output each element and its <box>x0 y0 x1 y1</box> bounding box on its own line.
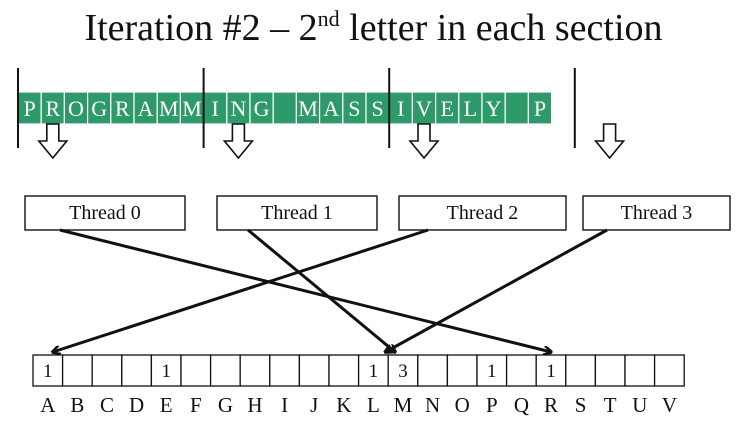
bin-label: E <box>160 393 173 417</box>
bin-label: Q <box>514 393 529 417</box>
bin-label: B <box>70 393 84 417</box>
thread-box: Thread 0 <box>24 195 186 231</box>
bin-count: 3 <box>398 361 408 382</box>
thread-box: Thread 2 <box>398 195 567 231</box>
letter-text: R <box>115 96 130 121</box>
bin-count: 1 <box>161 361 171 382</box>
histogram-bin <box>150 354 182 387</box>
histogram-bin <box>298 354 330 387</box>
bin-label: N <box>425 393 440 417</box>
bin-label: I <box>281 393 288 417</box>
bin-count: 1 <box>369 361 379 382</box>
letter-text: R <box>45 96 60 121</box>
title-prefix: Iteration #2 – 2 <box>84 7 318 49</box>
bin-label: C <box>100 393 114 417</box>
bin-label: U <box>632 393 647 417</box>
bin-label: T <box>604 393 617 417</box>
down-arrow <box>222 123 255 160</box>
histogram-bin <box>239 354 271 387</box>
diagram-title: Iteration #2 – 2nd letter in each sectio… <box>0 6 747 50</box>
bin-label: H <box>247 393 262 417</box>
bin-label: O <box>455 393 470 417</box>
bin-label: A <box>40 393 56 417</box>
thread-arrow <box>59 228 551 352</box>
histogram-bin <box>180 354 212 387</box>
letter-text: G <box>91 96 107 121</box>
letter-text: A <box>138 96 154 121</box>
letter-text: I <box>397 96 404 121</box>
letter-text: N <box>230 96 246 121</box>
histogram-bin <box>121 354 153 387</box>
letter-text: P <box>23 96 35 121</box>
letter-text: Y <box>486 96 502 121</box>
letter-text: L <box>464 96 477 121</box>
bin-label: R <box>544 393 558 417</box>
histogram-bin <box>328 354 360 387</box>
thread-label: Thread 1 <box>261 202 333 224</box>
thread-box-outline <box>582 195 731 231</box>
bin-label: K <box>336 393 351 417</box>
letter-text: M <box>182 96 202 121</box>
bin-label: D <box>129 393 144 417</box>
letter-text: V <box>416 96 432 121</box>
histogram-bin <box>653 354 685 387</box>
letter-text: M <box>159 96 179 121</box>
down-arrow <box>593 123 626 160</box>
histogram-bin <box>446 354 478 387</box>
letter-text: M <box>298 96 318 121</box>
bin-label: M <box>394 393 413 417</box>
bin-label: J <box>310 393 318 417</box>
bin-label: L <box>367 393 380 417</box>
thread-label: Thread 2 <box>447 202 519 224</box>
histogram-bin <box>91 354 123 387</box>
histogram-bin <box>417 354 449 387</box>
histogram-bin <box>624 354 656 387</box>
bin-count: 1 <box>43 361 53 382</box>
thread-box: Thread 1 <box>216 195 378 231</box>
bin-label: F <box>190 393 202 417</box>
letter-text: P <box>534 96 546 121</box>
thread-label: Thread 0 <box>69 202 141 224</box>
letter-text: I <box>212 96 219 121</box>
title-superscript: nd <box>317 6 340 31</box>
histogram-bin <box>505 354 537 387</box>
bin-label: S <box>575 393 587 417</box>
letter-text: S <box>348 96 360 121</box>
thread-box: Thread 3 <box>582 195 731 231</box>
letter-cell <box>272 91 298 125</box>
thread-arrow <box>53 228 429 352</box>
letter-text: S <box>371 96 383 121</box>
letter-text: G <box>254 96 270 121</box>
thread-box-outline <box>216 195 378 231</box>
letter-cell <box>504 91 530 125</box>
letter-cell <box>527 91 553 125</box>
histogram-bin <box>594 354 626 387</box>
histogram-bin <box>269 354 301 387</box>
letter-text: E <box>440 96 453 121</box>
histogram-bin <box>209 354 241 387</box>
thread-box-outline <box>398 195 567 231</box>
bin-label: G <box>218 393 233 417</box>
title-suffix: letter in each section <box>339 7 663 49</box>
bin-count: 1 <box>546 361 556 382</box>
down-arrow <box>408 123 440 160</box>
histogram-bin <box>476 354 508 387</box>
bin-label: V <box>662 393 677 417</box>
histogram-bin <box>565 354 597 387</box>
thread-label: Thread 3 <box>621 202 693 224</box>
thread-arrow <box>385 228 608 352</box>
letter-text: O <box>68 96 84 121</box>
bin-count: 1 <box>487 361 497 382</box>
histogram-bin <box>61 354 93 387</box>
bin-label: P <box>486 393 498 417</box>
thread-arrow <box>247 228 395 352</box>
thread-box-outline <box>24 195 186 231</box>
down-arrow <box>37 123 69 160</box>
letter-text: A <box>323 96 339 121</box>
